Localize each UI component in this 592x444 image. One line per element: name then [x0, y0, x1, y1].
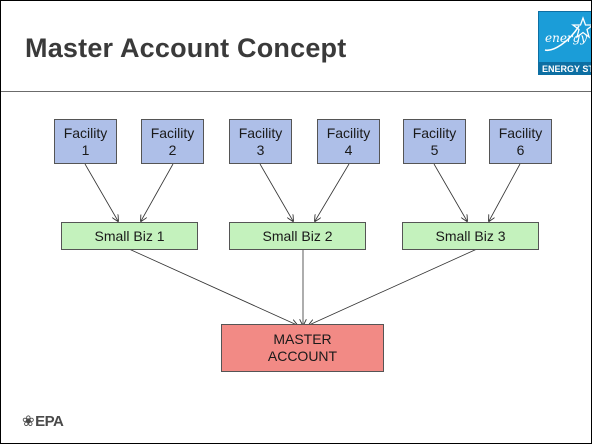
edge-small-biz-1-to-master: [128, 248, 297, 325]
edge-facility-1-to-small-biz-1: [84, 163, 118, 221]
energy-script-text: energy: [545, 31, 587, 45]
epa-logo: ❀EPA: [22, 412, 64, 430]
edge-facility-2-to-small-biz-1: [141, 163, 174, 221]
edge-facility-5-to-small-biz-3: [433, 163, 467, 221]
title-divider: [1, 91, 591, 92]
edge-facility-3-to-small-biz-2: [259, 163, 293, 221]
epa-logo-text: EPA: [35, 413, 64, 430]
slide-title: Master Account Concept: [25, 33, 347, 63]
small-biz-1-box: Small Biz 1: [61, 222, 198, 250]
epa-icon: ❀: [22, 413, 35, 430]
energy-star-icon: energy: [544, 16, 591, 51]
edge-facility-4-to-small-biz-2: [315, 163, 350, 221]
small-biz-2-box: Small Biz 2: [229, 222, 366, 250]
edge-facility-6-to-small-biz-3: [489, 163, 521, 221]
energy-star-logo: energy ENERGY STAR: [538, 11, 591, 75]
small-biz-3-box: Small Biz 3: [402, 222, 539, 250]
energy-star-label: ENERGY STAR: [539, 62, 591, 74]
edge-small-biz-3-to-master: [309, 248, 478, 325]
